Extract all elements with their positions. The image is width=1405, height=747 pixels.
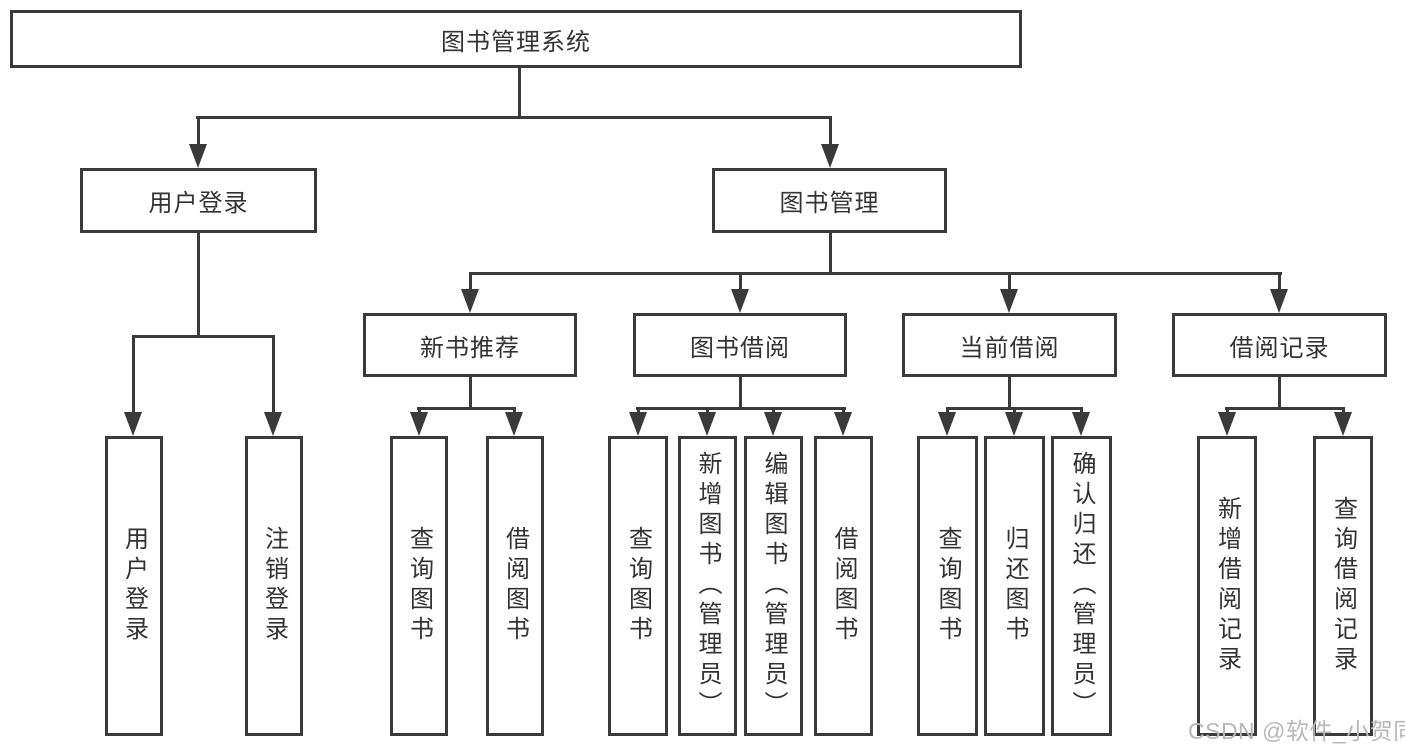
leaf-g2-borrow-books: 借阅图书 <box>814 436 873 736</box>
arrowhead-group1 <box>461 289 479 313</box>
connector-group2-shaft <box>739 272 742 291</box>
node-current-borrowing-label: 当前借阅 <box>959 334 1060 362</box>
arrowhead-g2c4 <box>834 412 852 436</box>
leaf-g4-query-borrow-record: 查询借阅记录 <box>1313 436 1373 736</box>
connector-bookmgmt-stem <box>829 233 832 275</box>
arrowhead-user-child2 <box>264 412 282 436</box>
leaf-logout: 注销登录 <box>245 436 303 736</box>
connector-g1-rail <box>417 407 516 410</box>
leaf-g2-edit-books-admin: 编辑图书（管理员） <box>744 436 803 736</box>
node-new-book-recommendation: 新书推荐 <box>363 313 577 377</box>
arrowhead-user-child1 <box>124 412 142 436</box>
connector-user-rail <box>132 335 275 338</box>
node-root-label: 图书管理系统 <box>441 28 591 56</box>
leaf-g1-borrow-books-label: 借阅图书 <box>501 526 529 646</box>
arrowhead-group4 <box>1270 289 1288 313</box>
leaf-g1-borrow-books: 借阅图书 <box>486 436 544 736</box>
arrowhead-g2c3 <box>764 412 782 436</box>
leaf-user-login: 用户登录 <box>105 436 163 736</box>
arrowhead-g4c1 <box>1218 412 1236 436</box>
arrowhead-book-mgmt <box>821 144 839 168</box>
arrowhead-g4c2 <box>1334 412 1352 436</box>
leaf-g2-query-books-label: 查询图书 <box>624 526 652 646</box>
connector-g3c2-shaft <box>1013 407 1016 414</box>
leaf-g3-query-books: 查询图书 <box>917 436 978 736</box>
node-book-borrowing: 图书借阅 <box>633 313 847 377</box>
node-borrowing-records: 借阅记录 <box>1172 313 1387 377</box>
connector-level2-rail <box>469 272 1282 275</box>
arrowhead-g1c1 <box>410 412 428 436</box>
csdn-watermark: CSDN @软件_小贺同学 <box>1188 718 1405 744</box>
connector-group1-shaft <box>469 272 472 291</box>
arrowhead-g2c1 <box>629 412 647 436</box>
arrowhead-g2c2 <box>698 412 716 436</box>
leaf-g1-query-books-label: 查询图书 <box>405 526 433 646</box>
node-user-login-label: 用户登录 <box>148 190 249 217</box>
connector-root-stem <box>518 66 521 119</box>
connector-g3c3-shaft <box>1080 407 1083 414</box>
leaf-g2-add-books-admin: 新增图书（管理员） <box>678 436 737 736</box>
connector-g2c3-shaft <box>772 407 775 414</box>
connector-g4-stem <box>1278 377 1281 410</box>
arrowhead-g3c2 <box>1005 412 1023 436</box>
connector-book-mgmt-shaft <box>829 116 832 146</box>
node-book-management-label: 图书管理 <box>779 190 880 217</box>
leaf-g3-confirm-return-admin-label: 确认归还（管理员） <box>1068 451 1095 721</box>
arrowhead-g3c3 <box>1072 412 1090 436</box>
connector-g2c2-shaft <box>706 407 709 414</box>
leaf-g4-add-borrow-record-label: 新增借阅记录 <box>1213 496 1241 676</box>
leaf-g2-edit-books-admin-label: 编辑图书（管理员） <box>760 451 787 721</box>
node-new-book-recommendation-label: 新书推荐 <box>420 334 520 362</box>
connector-user-child1-shaft <box>132 335 135 414</box>
connector-g3c1-shaft <box>946 407 949 414</box>
connector-user-login-shaft <box>197 116 200 146</box>
node-root: 图书管理系统 <box>10 10 1022 68</box>
leaf-g4-add-borrow-record: 新增借阅记录 <box>1197 436 1257 736</box>
leaf-g3-confirm-return-admin: 确认归还（管理员） <box>1051 436 1112 736</box>
connector-user-child2-shaft <box>272 335 275 414</box>
node-user-login: 用户登录 <box>80 168 317 233</box>
connector-group4-shaft <box>1278 272 1281 291</box>
leaf-user-login-label: 用户登录 <box>120 526 148 646</box>
node-current-borrowing: 当前借阅 <box>902 313 1117 377</box>
arrowhead-group2 <box>731 289 749 313</box>
leaf-g3-query-books-label: 查询图书 <box>934 526 961 646</box>
connector-g4c1-shaft <box>1226 407 1229 414</box>
connector-g1c2-shaft <box>513 407 516 414</box>
connector-g4c2-shaft <box>1342 407 1345 414</box>
leaf-g1-query-books: 查询图书 <box>390 436 448 736</box>
connector-g2c4-shaft <box>842 407 845 414</box>
leaf-g3-return-books-label: 归还图书 <box>1001 526 1028 646</box>
leaf-g3-return-books: 归还图书 <box>984 436 1045 736</box>
connector-group3-shaft <box>1008 272 1011 291</box>
leaf-logout-label: 注销登录 <box>260 526 288 646</box>
connector-g2-stem <box>739 377 742 410</box>
connector-g4-rail <box>1225 407 1345 410</box>
connector-g2-rail <box>636 407 846 410</box>
connector-g1-stem <box>469 377 472 410</box>
node-book-borrowing-label: 图书借阅 <box>690 334 790 362</box>
connector-g1c1-shaft <box>418 407 421 414</box>
connector-g3-stem <box>1008 377 1011 410</box>
leaf-g2-add-books-admin-label: 新增图书（管理员） <box>694 451 721 721</box>
arrowhead-group3 <box>1000 289 1018 313</box>
leaf-g2-borrow-books-label: 借阅图书 <box>830 526 857 646</box>
node-borrowing-records-label: 借阅记录 <box>1229 334 1330 362</box>
connector-user-stem <box>197 231 200 338</box>
leaf-g4-query-borrow-record-label: 查询借阅记录 <box>1329 496 1357 676</box>
connector-g2c1-shaft <box>637 407 640 414</box>
arrowhead-user-login <box>189 144 207 168</box>
node-book-management: 图书管理 <box>712 168 947 233</box>
connector-level1-rail <box>196 116 832 119</box>
arrowhead-g1c2 <box>505 412 523 436</box>
leaf-g2-query-books: 查询图书 <box>608 436 668 736</box>
arrowhead-g3c1 <box>938 412 956 436</box>
